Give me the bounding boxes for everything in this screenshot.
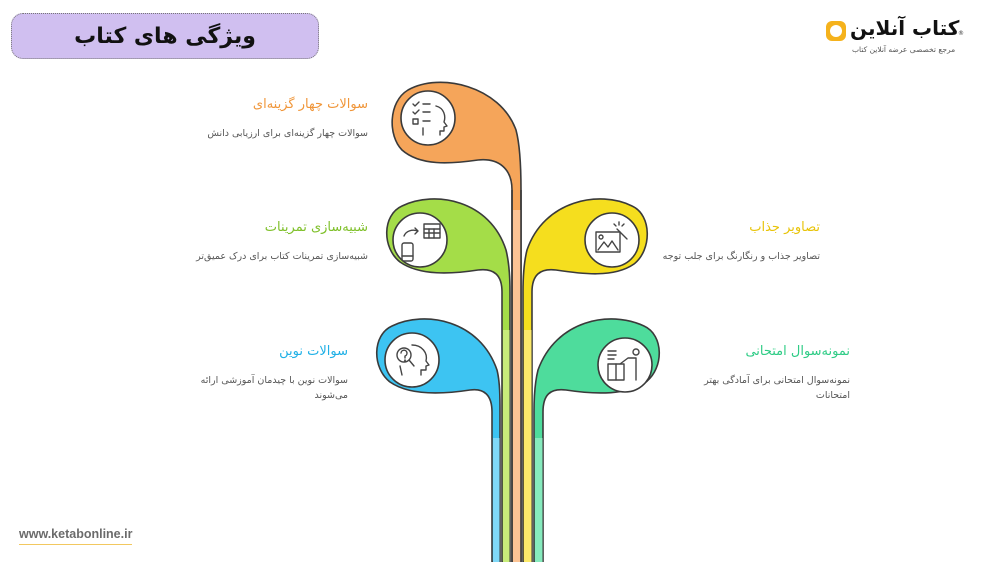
page-title: ویژگی های کتاب [74, 23, 256, 49]
image-magic-icon [595, 221, 628, 253]
feature-title: نمونه‌سوال امتحانی [745, 344, 850, 359]
sample-exam-questions-icon-circle [597, 337, 653, 393]
feature-title: سوالات چهار گزینه‌ای [252, 97, 368, 112]
teacher-board-icon [607, 348, 640, 381]
feature-title: تصاویر جذاب [749, 220, 820, 235]
brand-logo[interactable]: کتاب آنلاین ® مرجع تخصصی عرضه آنلاین کتا… [826, 16, 986, 60]
logo-name: کتاب آنلاین [850, 16, 960, 40]
multiple-choice-icon-circle [400, 90, 456, 146]
logo-mark-icon [826, 21, 846, 41]
feature-sample-exam-questions: نمونه‌سوال امتحانی نمونه‌سوال امتحانی بر… [682, 344, 850, 403]
branch-novel-questions [376, 318, 501, 562]
feature-title: سوالات نوین [279, 344, 348, 359]
feature-title: شبیه‌سازی تمرینات [264, 220, 368, 235]
device-table-sync-icon [401, 223, 441, 262]
checklist-head-icon [412, 101, 448, 136]
branch-attractive-images [522, 198, 648, 562]
logo-tagline: مرجع تخصصی عرضه آنلاین کتاب [852, 45, 956, 54]
feature-description: سوالات نوین با چیدمان آموزشی ارائه می‌شو… [200, 375, 348, 401]
feature-multiple-choice: سوالات چهار گزینه‌ای سوالات چهار گزینه‌ا… [200, 97, 368, 141]
feature-exercise-simulation: شبیه‌سازی تمرینات شبیه‌سازی تمرینات کتاب… [190, 220, 368, 264]
title-banner: ویژگی های کتاب [11, 13, 319, 59]
feature-description: شبیه‌سازی تمرینات کتاب برای درک عمیق‌تر [196, 251, 368, 262]
branch-multiple-choice [391, 81, 522, 562]
branch-sample-exam-questions [533, 318, 660, 562]
attractive-images-icon-circle [584, 212, 640, 268]
feature-description: نمونه‌سوال امتحانی برای آمادگی بهتر امتح… [704, 375, 850, 401]
feature-novel-questions: سوالات نوین سوالات نوین با چیدمان آموزشی… [180, 344, 348, 403]
exercise-simulation-icon-circle [392, 212, 448, 268]
registered-mark-icon: ® [958, 30, 964, 37]
feature-attractive-images: تصاویر جذاب تصاویر جذاب و رنگارنگ برای ج… [650, 220, 820, 264]
website-link[interactable]: www.ketabonline.ir [19, 527, 133, 545]
feature-description: سوالات چهار گزینه‌ای برای ارزیابی دانش [207, 128, 368, 139]
branch-exercise-simulation [386, 198, 511, 562]
question-search-head-icon [396, 344, 430, 376]
feature-description: تصاویر جذاب و رنگارنگ برای جلب توجه [662, 251, 820, 262]
novel-questions-icon-circle [384, 332, 440, 388]
